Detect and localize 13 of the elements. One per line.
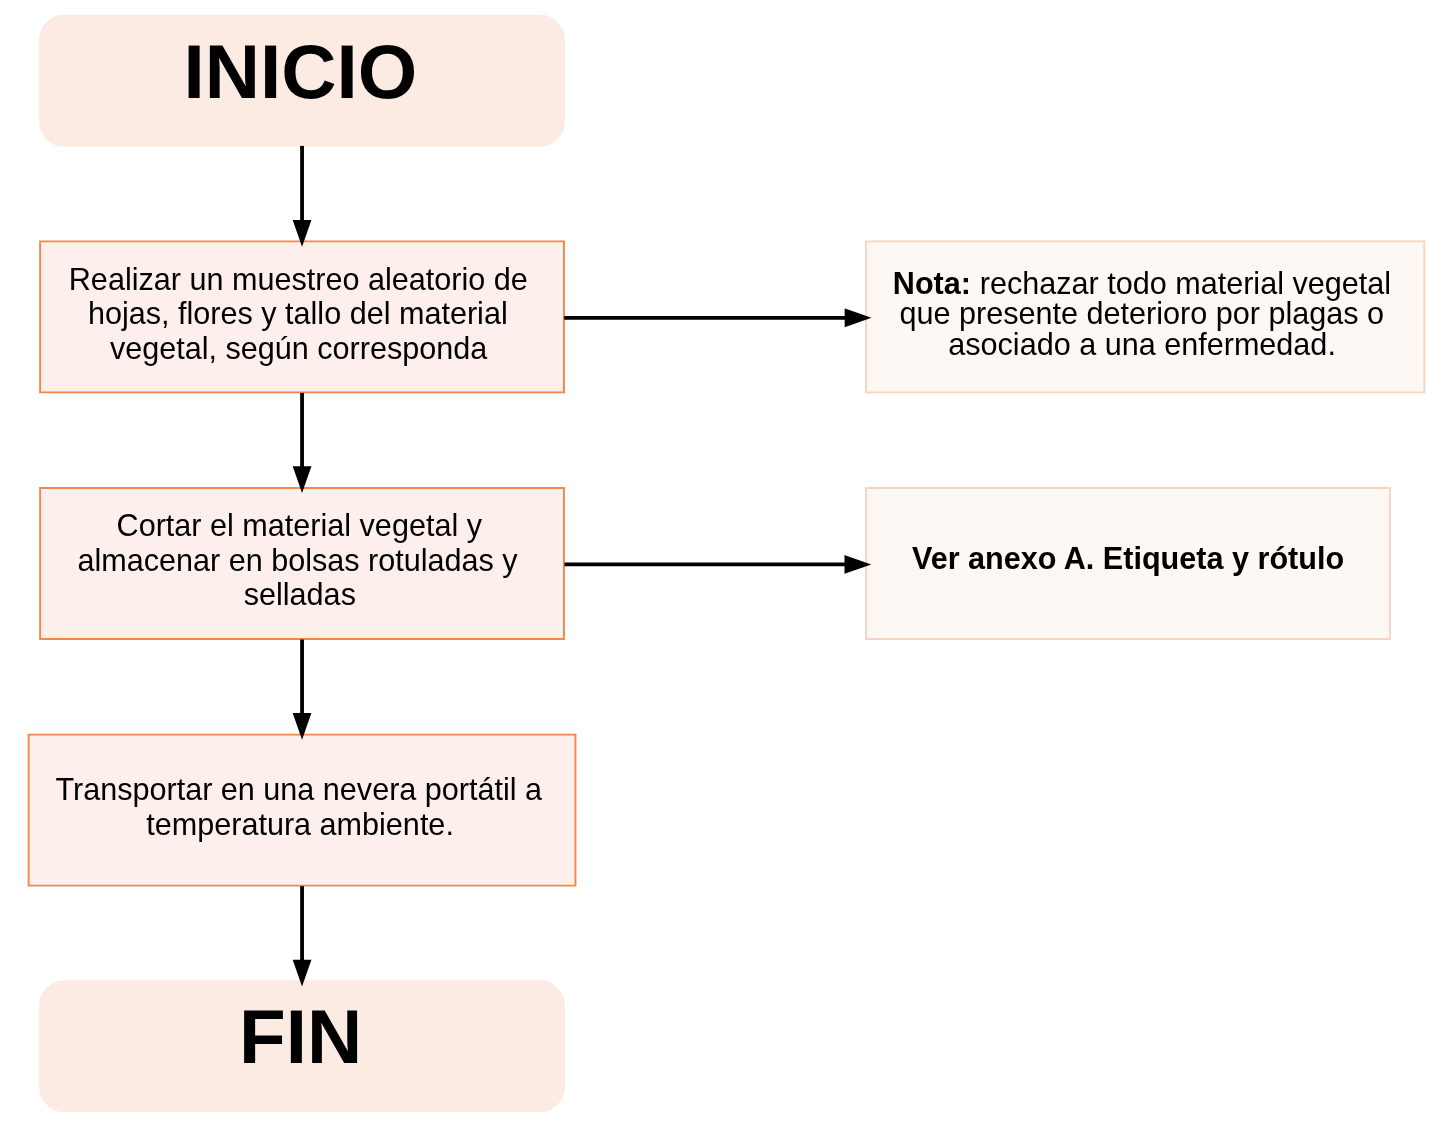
- node-box: Realizar un muestreo aleatorio de hojas, flores y tallo del material vegetal, según corresponda: [39, 240, 565, 394]
- node-box: Cortar el material vegetal y almacenar en bolsas rotuladas y selladas: [39, 487, 565, 640]
- arrow: [564, 308, 872, 328]
- arrow: [292, 392, 312, 494]
- arrow: [564, 555, 872, 574]
- arrow: [292, 145, 312, 247]
- node-box: Transportar en una nevera portátil a temperatura ambiente.: [27, 733, 577, 887]
- node-box: FIN: [39, 980, 565, 1113]
- arrow: [292, 639, 312, 740]
- node-box: INICIO: [39, 14, 565, 147]
- node-box: Nota: rechazar todo material vegetal que presente deterioro por plagas o asociado a una enfermedad.: [865, 240, 1426, 394]
- node-box: Ver anexo A. Etiqueta y rótulo: [865, 487, 1391, 640]
- arrow: [292, 886, 312, 987]
